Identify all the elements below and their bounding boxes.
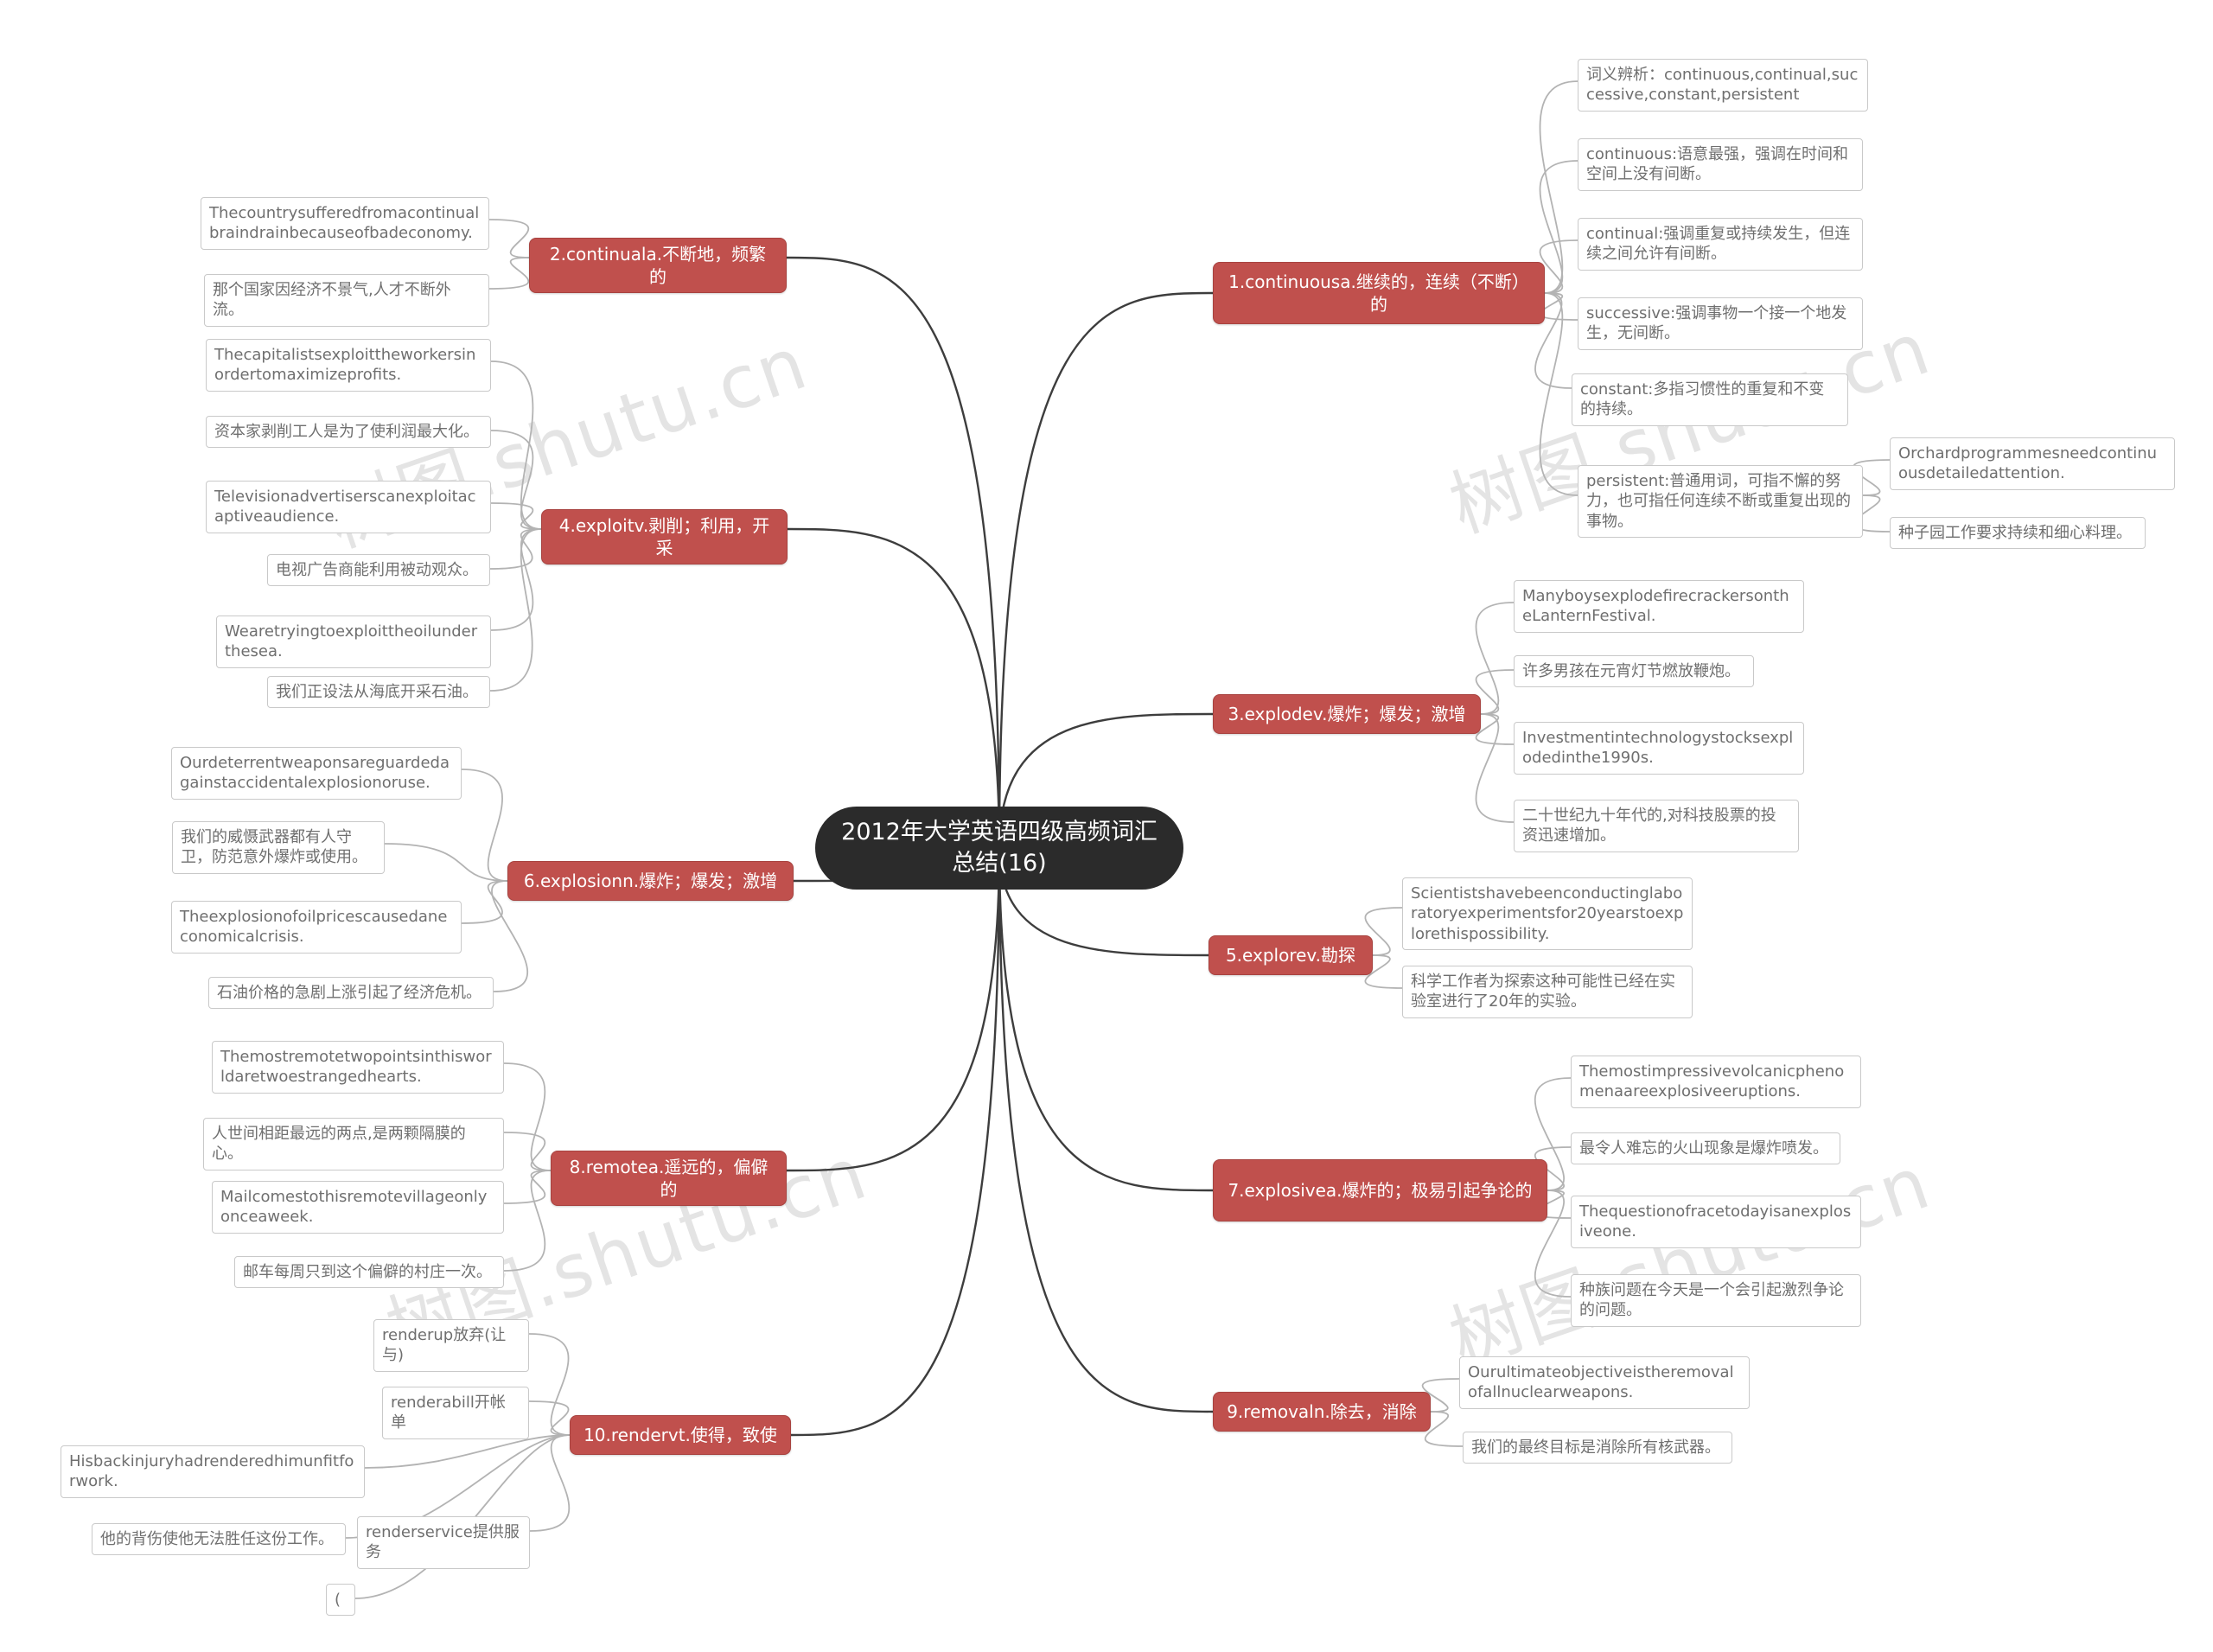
edge	[998, 291, 1215, 850]
leaf-node-l6c[interactable]: Theexplosionofoilpricescausedaneconomica…	[171, 901, 462, 954]
leaf-node-l9a[interactable]: Ourultimateobjectiveistheremovalofallnuc…	[1459, 1356, 1750, 1409]
leaf-node-l10c[interactable]: Hisbackinjuryhadrenderedhimunfitforwork.	[61, 1445, 365, 1498]
leaf-node-l7c[interactable]: Thequestionofracetodayisanexplosiveone.	[1571, 1196, 1861, 1248]
edge	[1424, 1411, 1464, 1447]
leaf-node-l1f[interactable]: persistent:普通用词，可指不懈的努力，也可指任何连续不断或重复出现的事…	[1578, 465, 1863, 539]
leaf-node-l7d[interactable]: 种族问题在今天是一个会引起激烈争论的问题。	[1571, 1274, 1861, 1327]
edge	[1539, 160, 1578, 294]
edge	[785, 256, 1001, 850]
branch-topic-t10[interactable]: 10.rendervt.使得，致使	[570, 1415, 791, 1455]
leaf-node-l3d[interactable]: 二十世纪九十年代的,对科技股票的投资迅速增加。	[1514, 800, 1799, 852]
leaf-node-l4f[interactable]: 我们正设法从海底开采石油。	[267, 676, 490, 709]
branch-topic-t1[interactable]: 1.continuousa.继续的，连续（不断）的	[1213, 262, 1545, 324]
leaf-node-l3b[interactable]: 许多男孩在元宵灯节燃放鞭炮。	[1514, 655, 1754, 688]
leaf-node-l4d[interactable]: 电视广告商能利用被动观众。	[267, 554, 490, 587]
edge	[1475, 602, 1515, 715]
edge	[503, 1062, 552, 1171]
leaf-node-l1a[interactable]: 词义辨析：continuous,continual,successive,con…	[1578, 59, 1868, 112]
leaf-node-l4c[interactable]: Televisionadvertiserscanexploitacaptivea…	[206, 481, 491, 533]
edge	[1475, 669, 1515, 715]
edge	[489, 528, 542, 692]
branch-topic-t5[interactable]: 5.explorev.勘探	[1209, 935, 1373, 975]
edge	[789, 846, 1001, 1437]
leaf-node-l3c[interactable]: Investmentintechnologystocksexplodedinth…	[1514, 722, 1804, 775]
edge	[1539, 292, 1578, 321]
leaf-node-l6d[interactable]: 石油价格的急剧上涨引起了经济危机。	[208, 977, 494, 1010]
leaf-node-l1c[interactable]: continual:强调重复或持续发生，但连续之间允许有间断。	[1578, 218, 1863, 271]
branch-topic-t7[interactable]: 7.explosivea.爆炸的；极易引起争论的	[1213, 1159, 1547, 1221]
edge	[1475, 713, 1515, 823]
leaf-node-l10e[interactable]: renderservice提供服务	[357, 1516, 530, 1569]
leaf-node-l1d[interactable]: successive:强调事物一个接一个地发生，无间断。	[1578, 297, 1863, 350]
edge	[488, 257, 530, 290]
leaf-node-l10b[interactable]: renderabill开帐单	[382, 1387, 529, 1439]
leaf-node-l2b[interactable]: 那个国家因经济不景气,人才不断外流。	[204, 274, 489, 327]
branch-topic-t4[interactable]: 4.exploitv.剥削；利用，开采	[541, 509, 788, 564]
leaf-node-l4e[interactable]: Wearetryingtoexploittheoilunderthesea.	[216, 616, 491, 668]
leaf-node-l2a[interactable]: Thecountrysufferedfromacontinualbraindra…	[201, 197, 489, 250]
leaf-node-l8a[interactable]: Themostremotetwopointsinthisworldaretwoe…	[212, 1041, 504, 1094]
edge	[461, 880, 508, 924]
leaf-node-l9b[interactable]: 我们的最终目标是消除所有核武器。	[1463, 1432, 1732, 1464]
leaf-node-l4b[interactable]: 资本家剥削工人是为了使利润最大化。	[206, 416, 491, 449]
leaf-node-l10d[interactable]: 他的背伤使他无法胜任这份工作。	[92, 1523, 346, 1556]
edge	[786, 527, 1001, 850]
edge	[1475, 713, 1515, 745]
leaf-node-l5b[interactable]: 科学工作者为探索这种可能性已经在实验室进行了20年的实验。	[1402, 966, 1693, 1018]
edge	[1539, 239, 1578, 294]
leaf-node-l10a[interactable]: renderup放弃(让与)	[373, 1319, 529, 1372]
leaf-node-l8c[interactable]: Mailcomestothisremotevillageonlyonceawee…	[212, 1181, 504, 1234]
edge	[785, 846, 1001, 1172]
leaf-node-l6b[interactable]: 我们的威慑武器都有人守卫，防范意外爆炸或使用。	[172, 821, 385, 874]
leaf-node-l1e[interactable]: constant:多指习惯性的重复和不变的持续。	[1572, 373, 1848, 426]
edge	[529, 1434, 571, 1532]
edge	[490, 430, 542, 530]
edge	[503, 1170, 552, 1272]
leaf-node-l5a[interactable]: Scientistshavebeenconductinglaboratoryex…	[1402, 877, 1693, 951]
center-topic[interactable]: 2012年大学英语四级高频词汇总结(16)	[815, 807, 1183, 890]
leaf-node-l1f2[interactable]: 种子园工作要求持续和细心料理。	[1890, 517, 2146, 550]
edge	[998, 846, 1215, 1192]
leaf-node-l8b[interactable]: 人世间相距最远的两点,是两颗隔膜的心。	[203, 1118, 504, 1170]
leaf-node-l7a[interactable]: Themostimpressivevolcanicphenomenaareexp…	[1571, 1056, 1861, 1108]
leaf-node-l10f[interactable]: (	[326, 1584, 355, 1617]
edge	[503, 1170, 552, 1204]
branch-topic-t6[interactable]: 6.explosionn.爆炸；爆发；激增	[507, 861, 794, 901]
edge	[528, 1333, 571, 1436]
edge	[503, 1132, 552, 1171]
leaf-node-l7b[interactable]: 最令人难忘的火山现象是爆炸喷发。	[1571, 1132, 1840, 1165]
branch-topic-t2[interactable]: 2.continuala.不断地，频繁的	[529, 238, 787, 293]
edge	[1539, 80, 1578, 294]
branch-topic-t3[interactable]: 3.explodev.爆炸；爆发；激增	[1213, 694, 1481, 734]
leaf-node-l4a[interactable]: Thecapitalistsexploittheworkersinorderto…	[206, 339, 491, 392]
branch-topic-t8[interactable]: 8.remotea.遥远的，偏僻的	[551, 1151, 787, 1206]
branch-topic-t9[interactable]: 9.removaln.除去，消除	[1213, 1392, 1431, 1432]
edge	[384, 843, 508, 882]
edge	[490, 360, 542, 530]
leaf-node-l8d[interactable]: 邮车每周只到这个偏僻的村庄一次。	[234, 1256, 504, 1289]
edge	[461, 769, 508, 882]
edge	[998, 846, 1215, 1413]
leaf-node-l1f1[interactable]: Orchardprogrammesneedcontinuousdetaileda…	[1890, 437, 2175, 490]
edge	[488, 219, 530, 258]
leaf-node-l3a[interactable]: ManyboysexplodefirecrackersontheLanternF…	[1514, 580, 1804, 633]
edge	[490, 528, 542, 631]
leaf-node-l1b[interactable]: continuous:语意最强，强调在时间和空间上没有间断。	[1578, 138, 1863, 191]
edge	[364, 1434, 571, 1469]
edge	[490, 502, 542, 530]
edge	[528, 1400, 571, 1436]
edge	[489, 528, 542, 570]
leaf-node-l6a[interactable]: Ourdeterrentweaponsareguardedagainstacci…	[171, 747, 462, 800]
